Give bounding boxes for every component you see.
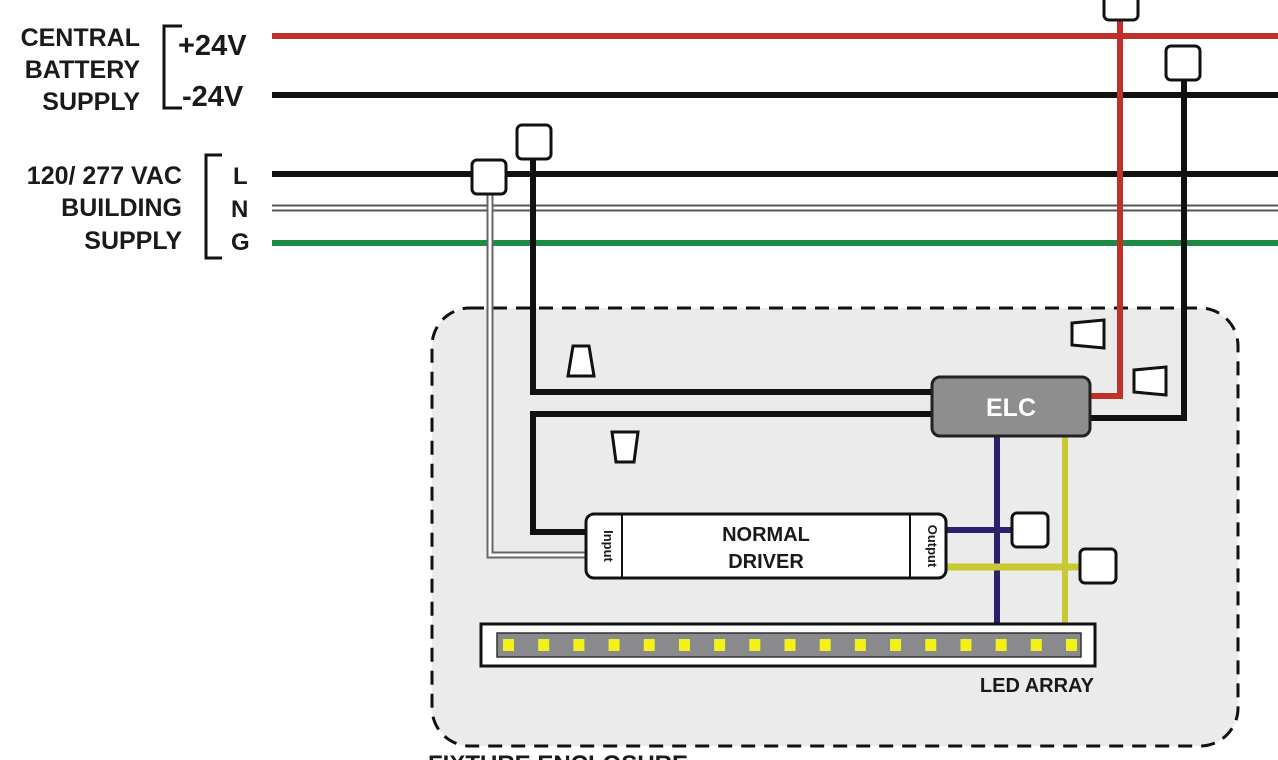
wire-nut-minus24v [1132, 365, 1168, 397]
fixture-enclosure-label: FIXTURE ENCLOSURE [428, 751, 688, 760]
driver-input-label: Input [601, 530, 616, 562]
battery-label-line-2: BATTERY [25, 56, 141, 84]
building-label-line-3: SUPPLY [84, 227, 182, 255]
connector-led-positive [1078, 547, 1118, 585]
led-chip [714, 639, 726, 651]
led-chip [854, 639, 866, 651]
led-chip [573, 639, 585, 651]
terminal-n: N [231, 196, 248, 223]
battery-bracket [162, 24, 182, 110]
connector-neutral [470, 158, 508, 196]
led-chip [960, 639, 972, 651]
elc-module: ELC [930, 375, 1092, 438]
elc-label: ELC [986, 394, 1036, 422]
led-chip [749, 639, 761, 651]
led-chip [608, 639, 620, 651]
connector-line [515, 123, 553, 161]
battery-supply-group: CENTRAL BATTERY SUPPLY +24V -24V [21, 24, 248, 116]
terminal-l: L [233, 163, 248, 190]
wire-plus24v-drop [1090, 20, 1123, 399]
led-chip [503, 639, 514, 651]
battery-label-line-3: SUPPLY [42, 88, 140, 116]
led-chip [784, 639, 796, 651]
terminal-plus24v: +24V [178, 30, 247, 62]
led-chip [538, 639, 550, 651]
normal-driver: NORMAL DRIVER Input Output [584, 512, 948, 580]
connector-minus24v [1164, 44, 1202, 82]
led-array: LED ARRAY [479, 622, 1097, 697]
building-bracket [204, 153, 222, 260]
wire-minus24v-drop [1090, 80, 1187, 421]
terminal-g: G [231, 229, 250, 256]
led-chip [925, 639, 937, 651]
wire-nut-line-in [566, 344, 596, 378]
led-chip [819, 639, 831, 651]
led-chip [1030, 639, 1042, 651]
driver-title-line-2: DRIVER [728, 551, 804, 573]
building-label-line-2: BUILDING [61, 194, 182, 222]
wire-neutral-drop [486, 190, 590, 559]
led-array-label: LED ARRAY [980, 675, 1095, 697]
led-chip [890, 639, 902, 651]
led-chip [643, 639, 655, 651]
led-chip [1066, 639, 1077, 651]
led-chip [678, 639, 690, 651]
terminal-minus24v: -24V [182, 81, 244, 113]
wire-nut-plus24v [1070, 318, 1106, 350]
building-supply-group: 120/ 277 VAC BUILDING SUPPLY L N G [27, 153, 250, 260]
wire-nut-line-out [610, 430, 640, 464]
wire-line-drop-elc [530, 158, 935, 395]
battery-label-line-1: CENTRAL [21, 24, 140, 52]
building-label-line-1: 120/ 277 VAC [27, 162, 182, 190]
wire-switched-line-driver [530, 411, 935, 535]
driver-output-label: Output [925, 525, 940, 568]
connector-plus24v [1102, 0, 1140, 22]
connector-led-negative [1010, 511, 1050, 549]
led-chip [995, 639, 1007, 651]
driver-title-line-1: NORMAL [722, 524, 810, 546]
